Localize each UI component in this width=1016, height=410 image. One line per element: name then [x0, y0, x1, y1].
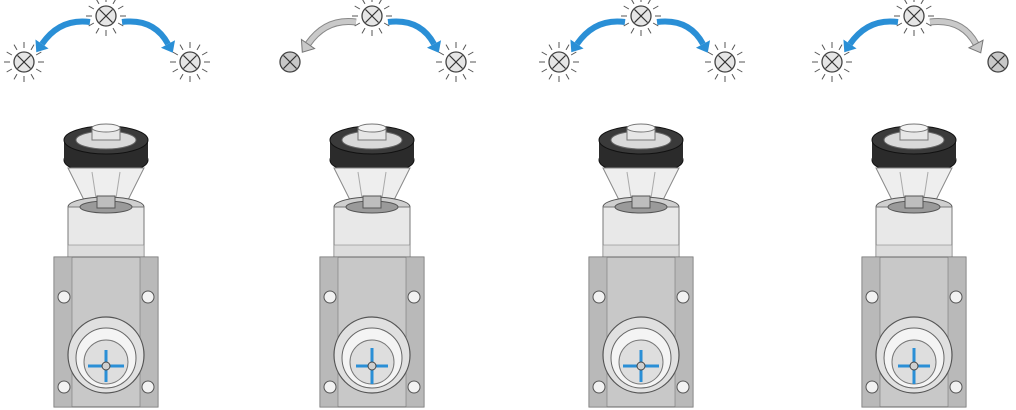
glow-rays — [539, 42, 579, 82]
valve-illustration — [4, 0, 210, 408]
left-curved-arrow-icon — [843, 18, 899, 53]
glow-rays — [4, 42, 44, 82]
position-indicator — [88, 350, 124, 382]
valve-body — [588, 123, 694, 408]
position-indicator — [356, 348, 388, 384]
right-lamp-icon — [987, 51, 1009, 73]
glow-rays — [621, 0, 661, 36]
right-curved-arrow-icon — [929, 17, 984, 54]
glow-rays — [86, 0, 126, 36]
left-curved-arrow-icon — [300, 17, 357, 53]
position-indicator — [898, 348, 930, 384]
valve-panel-2 — [266, 0, 520, 410]
center-lamp-icon — [894, 0, 934, 36]
left-lamp-icon — [4, 42, 44, 82]
valve-panel-1 — [0, 0, 254, 410]
valve-body — [319, 123, 425, 408]
glow-rays — [170, 42, 210, 82]
glow-rays — [352, 0, 392, 36]
valve-panel-4 — [808, 0, 1016, 410]
left-curved-arrow-icon — [570, 18, 626, 53]
right-curved-arrow-icon — [656, 18, 711, 53]
right-lamp-icon — [436, 42, 476, 82]
left-lamp-icon — [279, 51, 301, 73]
right-lamp-icon — [170, 42, 210, 82]
center-lamp-icon — [621, 0, 661, 36]
glow-rays — [705, 42, 745, 82]
valve-body — [53, 123, 159, 408]
valve-body — [861, 123, 967, 408]
center-lamp-icon — [352, 0, 392, 36]
valve-illustration — [812, 0, 1009, 408]
left-lamp-icon — [812, 42, 852, 82]
left-lamp-icon — [539, 42, 579, 82]
glow-rays — [894, 0, 934, 36]
right-lamp-icon — [705, 42, 745, 82]
glow-rays — [436, 42, 476, 82]
valve-illustration — [279, 0, 476, 408]
position-indicator — [623, 350, 659, 382]
left-curved-arrow-icon — [35, 18, 91, 53]
glow-rays — [812, 42, 852, 82]
center-lamp-icon — [86, 0, 126, 36]
valve-illustration — [539, 0, 745, 408]
right-curved-arrow-icon — [121, 18, 176, 53]
valve-panel-3 — [535, 0, 789, 410]
right-curved-arrow-icon — [387, 18, 442, 53]
